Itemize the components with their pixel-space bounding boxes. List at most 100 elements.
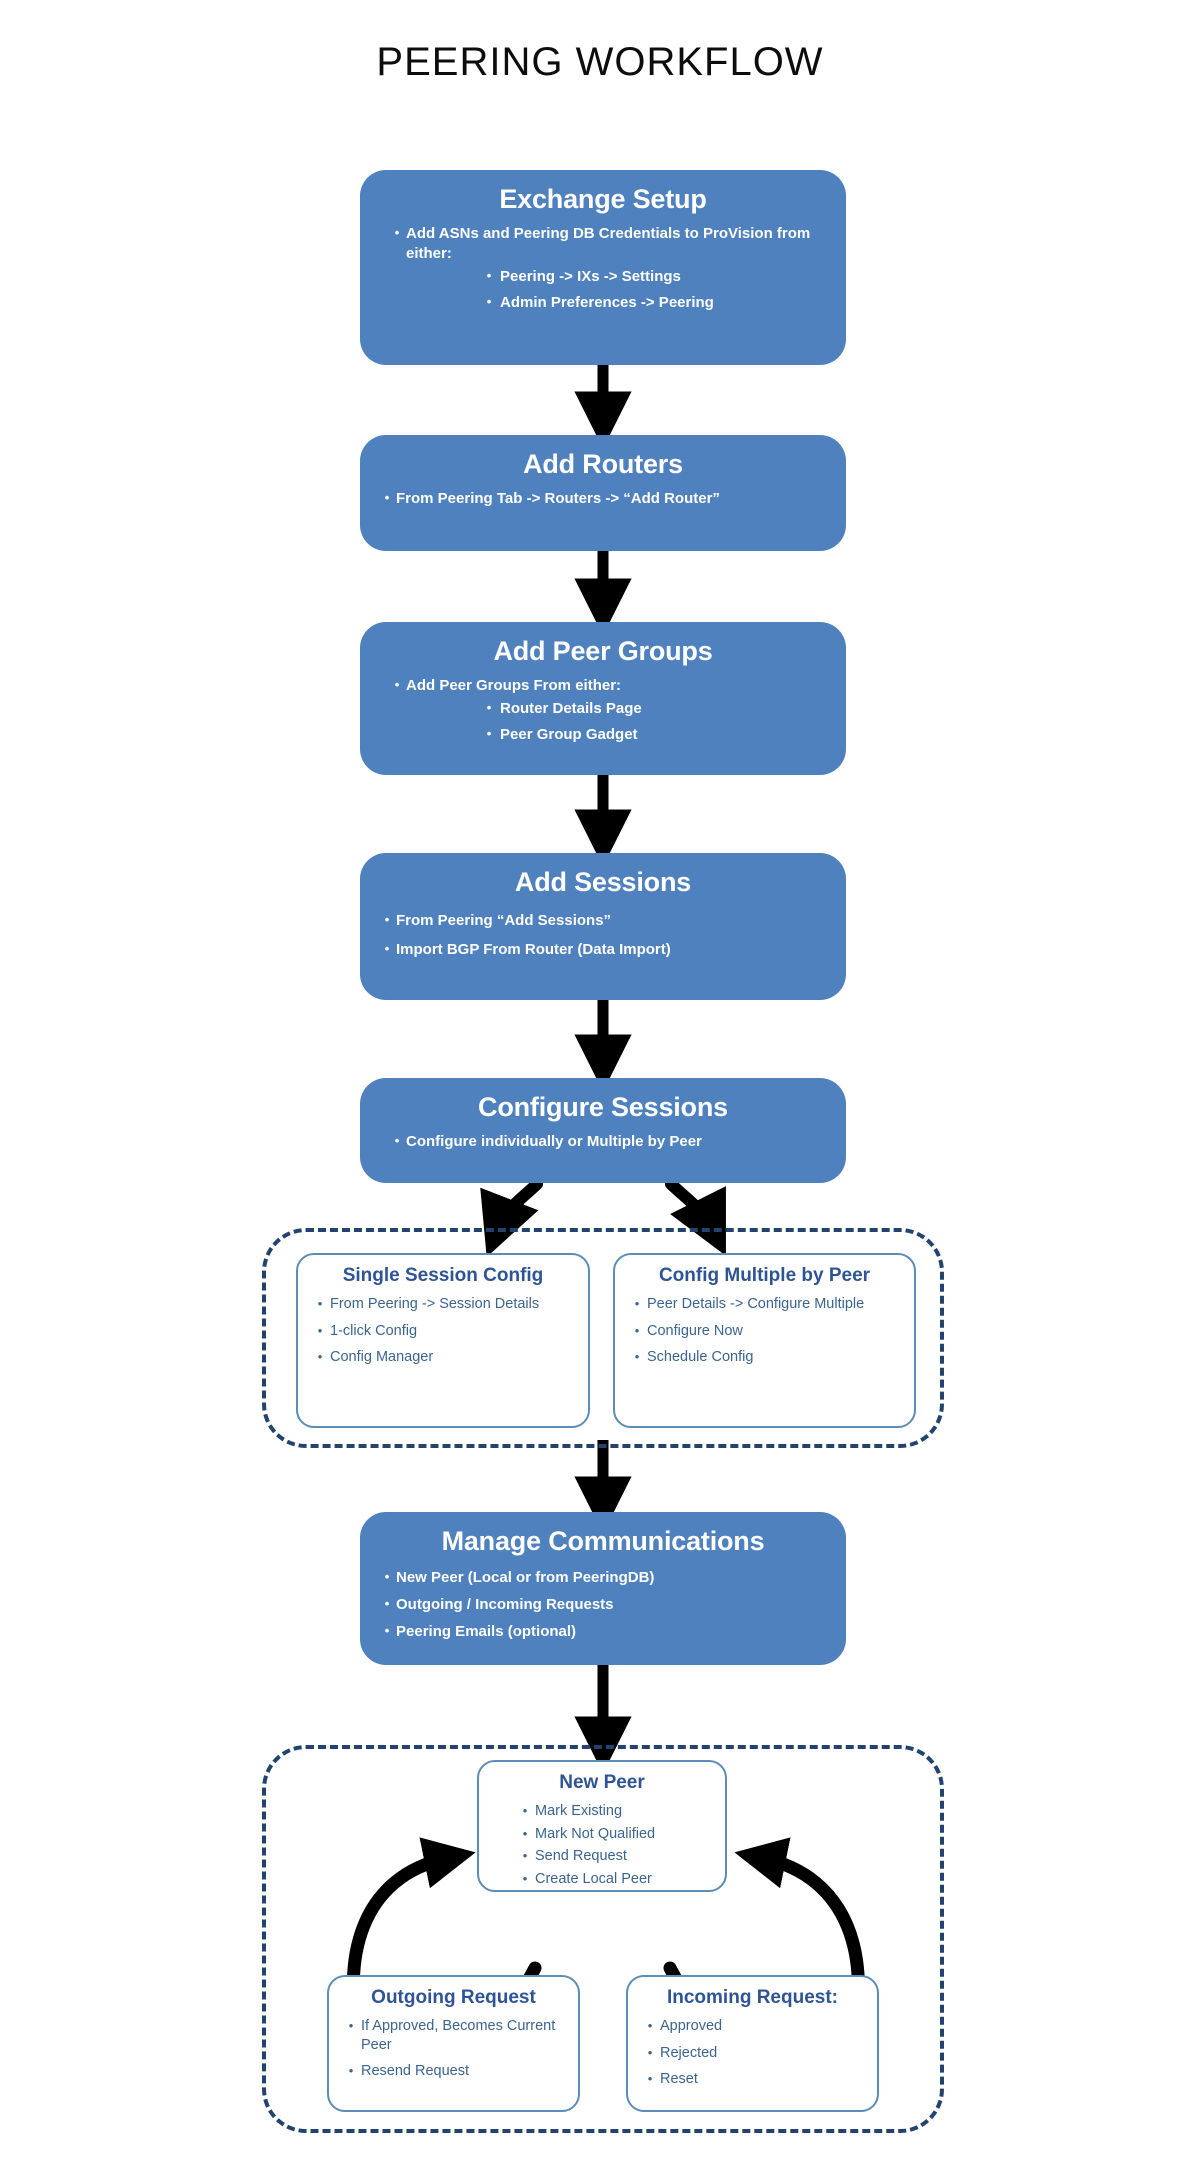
- arrow-configure-to-multiple-peer: [665, 1178, 726, 1256]
- bullet-dot-icon: •: [384, 912, 390, 928]
- stage-title: Add Routers: [523, 449, 683, 479]
- bullet-item: • Send Request: [491, 1847, 713, 1866]
- bullet-text: Admin Preferences -> Peering: [500, 293, 714, 311]
- bullet-dot-icon: •: [317, 1349, 323, 1365]
- stage-bullet-list: • Add ASNs and Peering DB Credentials to…: [378, 224, 828, 319]
- card-bullet-list: • Peer Details -> Configure Multiple • C…: [627, 1295, 902, 1368]
- arrow-configure-to-single-session: [480, 1178, 543, 1258]
- bullet-text: Peer Details -> Configure Multiple: [647, 1295, 865, 1312]
- bullet-dot-icon: •: [634, 1295, 640, 1311]
- bullet-dot-icon: •: [394, 677, 400, 693]
- bullet-dot-icon: •: [522, 1871, 528, 1887]
- config-options-group: [262, 1228, 944, 1448]
- bullet-item: • 1-click Config: [310, 1322, 576, 1341]
- bullet-dot-icon: •: [634, 1322, 640, 1338]
- bullet-dot-icon: •: [647, 2044, 653, 2060]
- bullet-text: Peering -> IXs -> Settings: [500, 267, 681, 285]
- page-title: PEERING WORKFLOW: [376, 40, 824, 84]
- bullet-item: • Add Peer Groups From either:: [388, 676, 828, 696]
- stage-bullet-list: • New Peer (Local or from PeeringDB) • O…: [378, 1568, 828, 1645]
- stage-bullet-list: • From Peering “Add Sessions” • Import B…: [378, 911, 828, 963]
- bullet-text: Schedule Config: [647, 1349, 754, 1366]
- bullet-dot-icon: •: [486, 725, 492, 741]
- bullet-text: Mark Existing: [535, 1802, 623, 1819]
- bullet-text: Peering Emails (optional): [396, 1622, 577, 1640]
- bullet-dot-icon: •: [647, 2017, 653, 2033]
- bullet-item: • Mark Not Qualified: [491, 1825, 713, 1844]
- bullet-text: Add ASNs and Peering DB Credentials to P…: [406, 225, 811, 262]
- bullet-dot-icon: •: [348, 2063, 354, 2079]
- bullet-text: Send Request: [535, 1848, 627, 1865]
- bullet-dot-icon: •: [634, 1349, 640, 1365]
- bullet-item: • Create Local Peer: [491, 1870, 713, 1889]
- stage-add-peer-groups[interactable]: Add Peer Groups • Add Peer Groups From e…: [360, 622, 846, 775]
- bullet-item: • Import BGP From Router (Data Import): [378, 940, 828, 960]
- stage-add-sessions[interactable]: Add Sessions • From Peering “Add Session…: [360, 853, 846, 1000]
- bullet-dot-icon: •: [384, 1569, 390, 1585]
- card-incoming-request[interactable]: Incoming Request: • Approved • Rejected …: [626, 1975, 879, 2112]
- bullet-dot-icon: •: [384, 1622, 390, 1638]
- card-bullet-list: • If Approved, Becomes Current Peer • Re…: [341, 2017, 566, 2082]
- card-title: Outgoing Request: [371, 1987, 536, 2008]
- bullet-item: • Add ASNs and Peering DB Credentials to…: [388, 224, 828, 264]
- bullet-item: • Peering Emails (optional): [378, 1622, 828, 1642]
- stage-exchange-setup[interactable]: Exchange Setup • Add ASNs and Peering DB…: [360, 170, 846, 365]
- bullet-dot-icon: •: [486, 293, 492, 309]
- card-bullet-list: • From Peering -> Session Details • 1-cl…: [310, 1295, 576, 1368]
- card-config-multiple-by-peer[interactable]: Config Multiple by Peer • Peer Details -…: [613, 1253, 916, 1428]
- bullet-text: Configure individually or Multiple by Pe…: [406, 1133, 702, 1151]
- bullet-item: • Resend Request: [341, 2062, 566, 2081]
- bullet-item: • Rejected: [640, 2044, 865, 2063]
- bullet-item: • Config Manager: [310, 1348, 576, 1367]
- bullet-dot-icon: •: [522, 1825, 528, 1841]
- card-new-peer[interactable]: New Peer • Mark Existing • Mark Not Qual…: [477, 1760, 727, 1892]
- bullet-text: New Peer (Local or from PeeringDB): [396, 1569, 655, 1587]
- bullet-text: Config Manager: [330, 1349, 434, 1366]
- stage-bullet-list: • Configure individually or Multiple by …: [378, 1132, 828, 1155]
- bullet-text: Add Peer Groups From either:: [406, 677, 622, 695]
- bullet-text: Create Local Peer: [535, 1871, 652, 1888]
- bullet-item: • Reset: [640, 2070, 865, 2089]
- bullet-text: Resend Request: [361, 2063, 470, 2080]
- bullet-text: 1-click Config: [330, 1322, 418, 1339]
- bullet-item: • Mark Existing: [491, 1802, 713, 1821]
- bullet-dot-icon: •: [384, 490, 390, 506]
- stage-title: Add Sessions: [514, 867, 692, 897]
- bullet-item: • Peer Group Gadget: [478, 725, 828, 745]
- bullet-item: • Peering -> IXs -> Settings: [478, 267, 828, 287]
- bullet-dot-icon: •: [394, 1133, 400, 1149]
- bullet-item: • Approved: [640, 2017, 865, 2036]
- bullet-dot-icon: •: [384, 1595, 390, 1611]
- stage-title: Manage Communications: [441, 1526, 765, 1556]
- bullet-item: • Peer Details -> Configure Multiple: [627, 1295, 902, 1314]
- bullet-text: Outgoing / Incoming Requests: [396, 1595, 614, 1613]
- stage-configure-sessions[interactable]: Configure Sessions • Configure individua…: [360, 1078, 846, 1183]
- bullet-text: From Peering “Add Sessions”: [396, 912, 612, 930]
- bullet-text: Rejected: [660, 2044, 718, 2061]
- card-outgoing-request[interactable]: Outgoing Request • If Approved, Becomes …: [327, 1975, 580, 2112]
- bullet-text: Mark Not Qualified: [535, 1825, 656, 1842]
- bullet-text: Configure Now: [647, 1322, 743, 1339]
- bullet-text: Import BGP From Router (Data Import): [396, 940, 671, 958]
- stage-add-routers[interactable]: Add Routers • From Peering Tab -> Router…: [360, 435, 846, 551]
- card-title: New Peer: [559, 1772, 645, 1793]
- stage-title: Configure Sessions: [478, 1092, 728, 1122]
- stage-bullet-list: • From Peering Tab -> Routers -> “Add Ro…: [378, 489, 828, 512]
- card-single-session-config[interactable]: Single Session Config • From Peering -> …: [296, 1253, 590, 1428]
- stage-title: Add Peer Groups: [493, 636, 713, 666]
- bullet-item: • New Peer (Local or from PeeringDB): [378, 1568, 828, 1588]
- stage-title: Exchange Setup: [499, 184, 707, 214]
- bullet-text: Peer Group Gadget: [500, 725, 638, 743]
- card-title: Config Multiple by Peer: [658, 1265, 871, 1286]
- stage-manage-communications[interactable]: Manage Communications • New Peer (Local …: [360, 1512, 846, 1665]
- bullet-dot-icon: •: [647, 2071, 653, 2087]
- bullet-item: • From Peering Tab -> Routers -> “Add Ro…: [378, 489, 828, 509]
- bullet-item: • Router Details Page: [478, 699, 828, 719]
- bullet-dot-icon: •: [394, 225, 400, 241]
- bullet-dot-icon: •: [522, 1802, 528, 1818]
- bullet-item: • Schedule Config: [627, 1348, 902, 1367]
- stage-bullet-list: • Add Peer Groups From either: • Router …: [378, 676, 828, 751]
- card-title: Incoming Request:: [666, 1987, 838, 2008]
- card-title: Single Session Config: [342, 1265, 544, 1286]
